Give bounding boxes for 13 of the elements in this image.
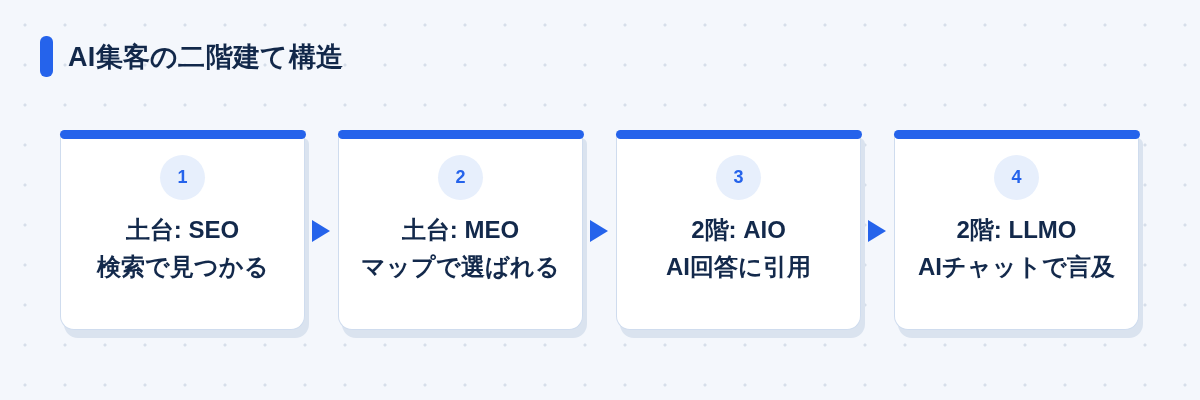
step-number: 4 [994,155,1039,200]
step-number: 2 [438,155,483,200]
step-title: 2階: LLMO [956,215,1077,245]
diagram-title: AI集客の二階建て構造 [68,40,344,74]
step-title: 土台: MEO [401,215,520,245]
step-number: 1 [160,155,205,200]
step-description: 検索で見つかる [96,252,269,282]
step-title: 土台: SEO [125,215,240,245]
step-number: 3 [716,155,761,200]
step-description: マップで選ばれる [361,252,560,282]
step-description: AI回答に引用 [666,252,811,282]
step-description: AIチャットで言及 [918,252,1115,282]
step-title: 2階: AIO [691,215,786,245]
